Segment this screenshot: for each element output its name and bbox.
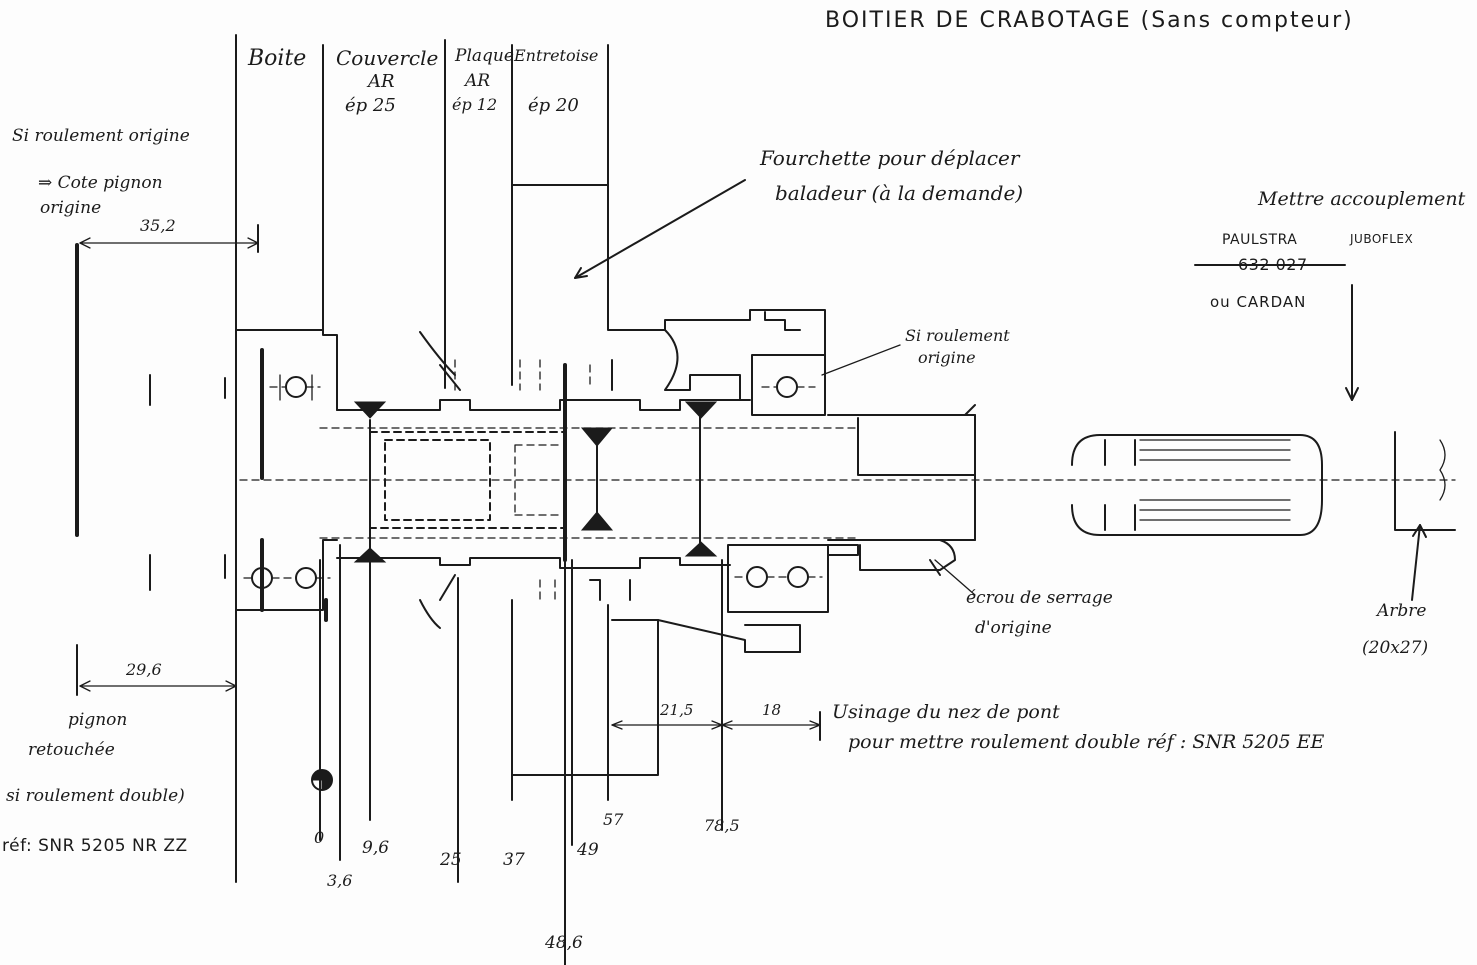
note-pignon: pignon [68, 710, 128, 730]
column-boite: Boite [248, 46, 307, 71]
coupling [1071, 431, 1456, 536]
station-25: 25 [440, 850, 462, 870]
note-fourchette-1: Fourchette pour déplacer [760, 146, 1020, 170]
column-separators [235, 34, 609, 883]
note-ecrou-1: écrou de serrage [966, 588, 1113, 608]
snap-rings [353, 401, 718, 563]
dim-21-5: 21,5 [660, 701, 694, 719]
station-78-5: 78,5 [704, 816, 740, 835]
dim-35-2: 35,2 [140, 216, 176, 235]
column-couvercle-sub: AR [368, 71, 395, 92]
column-couvercle: Couvercle [336, 46, 439, 70]
station-9-6: 9,6 [362, 838, 390, 858]
note-ecrou-2: d'origine [975, 618, 1052, 638]
note-arbre-dim: (20x27) [1362, 638, 1429, 658]
station-49: 49 [577, 840, 599, 860]
note-accouplement: Mettre accouplement [1258, 188, 1466, 210]
note-paulstra: PAULSTRA [1222, 232, 1298, 248]
left-bearing-top [269, 374, 321, 401]
note-roulement-double: si roulement double) [6, 786, 185, 806]
note-cote-pignon: ⇒ Cote pignon [38, 173, 163, 193]
note-roulement-right-2: origine [918, 348, 976, 367]
column-plaque-sub: AR [465, 71, 491, 91]
note-roulement-right-1: Si roulement [905, 326, 1010, 345]
note-cardan: ou CARDAN [1210, 293, 1307, 311]
note-632-027: 632 027 [1238, 255, 1308, 274]
note-fourchette-2: baladeur (à la demande) [775, 181, 1024, 205]
column-plaque-ep: ép 12 [452, 95, 498, 114]
column-entretoise: Entretoise [514, 46, 599, 65]
drawing-title: BOITIER DE CRABOTAGE (Sans compteur) [825, 8, 1354, 33]
note-usinage-2: pour mettre roulement double réf : SNR 5… [848, 731, 1325, 753]
leader-lines [574, 179, 1427, 741]
dim-18: 18 [762, 701, 782, 719]
column-plaque: Plaque [455, 46, 514, 66]
note-juboflex: JUBOFLEX [1350, 232, 1414, 246]
upper-profile [336, 184, 826, 411]
note-arbre: Arbre [1377, 601, 1427, 621]
note-retouchee: retouchée [28, 740, 115, 760]
note-cote-origine: origine [40, 198, 102, 218]
station-0: 0 [314, 828, 325, 847]
note-usinage-1: Usinage du nez de pont [832, 701, 1060, 723]
left-reference [75, 224, 259, 696]
vertical-stations [319, 363, 723, 965]
right-bearing-top [751, 354, 826, 416]
station-37: 37 [503, 850, 525, 870]
dim-29-6: 29,6 [126, 660, 162, 679]
note-ref-left: réf: SNR 5205 NR ZZ [2, 836, 188, 856]
station-57: 57 [603, 810, 624, 829]
station-3-6: 3,6 [327, 871, 353, 890]
lower-profile [336, 557, 801, 883]
boite-housing [235, 329, 338, 613]
station-48-6: 48,6 [545, 933, 583, 953]
left-bearing-bottom [243, 567, 331, 589]
marker-circle [311, 598, 333, 791]
column-entretoise-ep: ép 20 [528, 95, 579, 116]
output-shaft [827, 404, 976, 576]
right-bearing-bottom [727, 544, 829, 613]
column-couvercle-ep: ép 25 [345, 95, 396, 116]
note-roulement-origine: Si roulement origine [12, 126, 190, 146]
